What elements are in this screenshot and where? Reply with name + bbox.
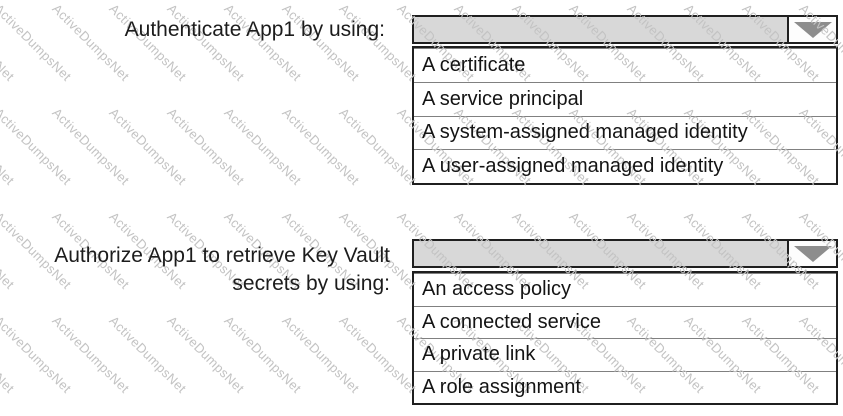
watermark-text: ActiveDumpsNet xyxy=(106,105,190,189)
dropdown-option-label: A private link xyxy=(422,343,536,366)
dropdown-1-selected-value[interactable] xyxy=(414,17,787,42)
watermark-text: ActiveDumpsNet xyxy=(278,313,362,397)
watermark-text: ActiveDumpsNet xyxy=(48,1,132,85)
watermark-text: ActiveDumpsNet xyxy=(48,105,132,189)
watermark-text: ActiveDumpsNet xyxy=(48,313,132,397)
question-label-line: Authorize App1 to retrieve Key Vault xyxy=(54,244,390,267)
watermark-text: ActiveDumpsNet xyxy=(0,313,17,397)
dropdown-option[interactable]: A system-assigned managed identity xyxy=(414,115,836,150)
dropdown-option[interactable]: An access policy xyxy=(414,273,836,306)
dropdown-option-label: A role assignment xyxy=(422,375,581,398)
watermark-text: ActiveDumpsNet xyxy=(278,105,362,189)
chevron-down-icon xyxy=(793,21,832,38)
dropdown-option[interactable]: A user-assigned managed identity xyxy=(414,149,836,183)
question-2-label: Authorize App1 to retrieve Key Vault secr… xyxy=(54,242,390,298)
watermark-text: ActiveDumpsNet xyxy=(221,313,305,397)
dropdown-option-label: An access policy xyxy=(422,278,571,301)
dropdown-1-options-list: A certificate A service principal A syst… xyxy=(412,46,838,185)
dropdown-option[interactable]: A certificate xyxy=(414,48,836,82)
dropdown-option-label: A certificate xyxy=(422,53,526,76)
watermark-text: ActiveDumpsNet xyxy=(163,313,247,397)
watermark-text: ActiveDumpsNet xyxy=(221,105,305,189)
dropdown-option-label: A system-assigned managed identity xyxy=(422,121,748,144)
question-1-label: Authenticate App1 by using: xyxy=(125,16,385,44)
dropdown-2-options-list: An access policy A connected service A p… xyxy=(412,271,838,405)
dropdown-option[interactable]: A role assignment xyxy=(414,370,836,404)
dropdown-2-header[interactable] xyxy=(412,239,838,268)
watermark-text: ActiveDumpsNet xyxy=(0,313,75,397)
dropdown-option-label: A connected service xyxy=(422,310,601,333)
watermark-text: ActiveDumpsNet xyxy=(0,105,75,189)
watermark-text: ActiveDumpsNet xyxy=(163,105,247,189)
watermark-text: ActiveDumpsNet xyxy=(0,209,17,293)
watermark-text: ActiveDumpsNet xyxy=(0,1,75,85)
dropdown-option[interactable]: A private link xyxy=(414,338,836,371)
watermark-text: ActiveDumpsNet xyxy=(106,313,190,397)
watermark-text: ActiveDumpsNet xyxy=(0,1,17,85)
watermark-text: ActiveDumpsNet xyxy=(0,105,17,189)
dropdown-option[interactable]: A service principal xyxy=(414,81,836,116)
question-label-line: Authenticate App1 by using: xyxy=(124,18,385,41)
dropdown-2-selected-value[interactable] xyxy=(414,241,787,266)
watermark-text: ActiveDumpsNet xyxy=(336,105,420,189)
dropdown-option-label: A service principal xyxy=(422,87,584,110)
chevron-down-icon xyxy=(793,245,832,262)
watermark-text: ActiveDumpsNet xyxy=(336,313,420,397)
dropdown-option-label: A user-assigned managed identity xyxy=(422,155,724,178)
dropdown-1-header[interactable] xyxy=(412,15,838,44)
dropdown-1-arrow-button[interactable] xyxy=(787,17,836,42)
dropdown-option[interactable]: A connected service xyxy=(414,305,836,339)
question-label-line: secrets by using: xyxy=(232,272,390,295)
dropdown-2-arrow-button[interactable] xyxy=(787,241,836,266)
